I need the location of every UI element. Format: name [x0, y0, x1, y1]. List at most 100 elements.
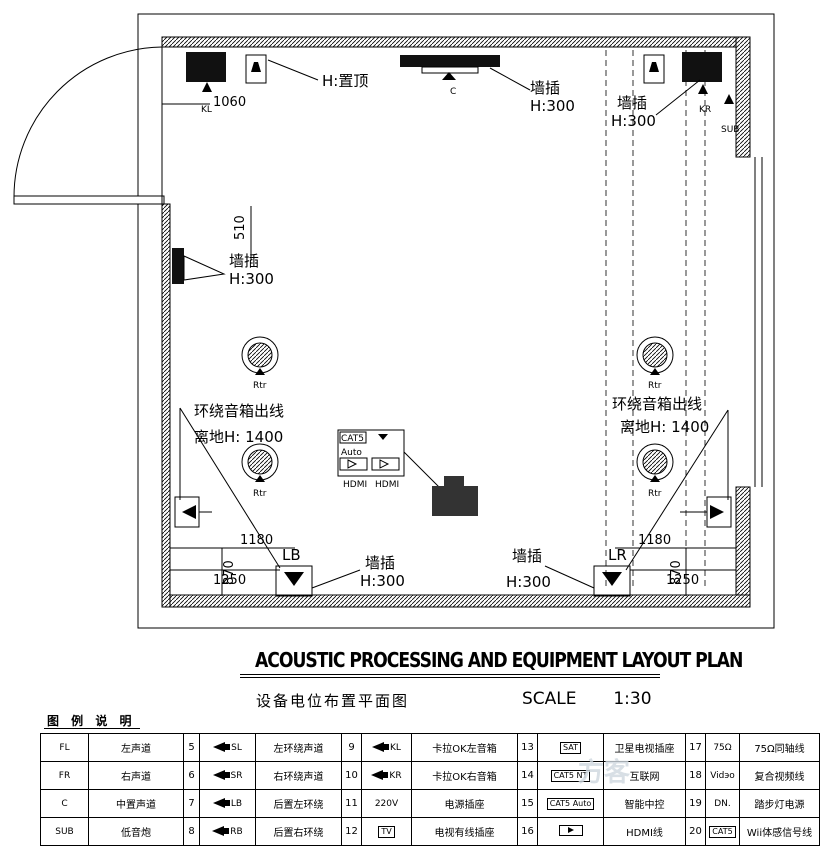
title-rule-bottom — [240, 677, 660, 678]
speaker-rb — [593, 565, 631, 597]
legend-symbol-label: FR — [58, 771, 71, 781]
speaker-symbol-icon — [371, 770, 389, 780]
legend-symbol: 75Ω — [705, 733, 740, 762]
dim-1180-right: 1180 — [638, 533, 671, 548]
speaker-kl — [186, 52, 226, 82]
legend-heading: 图 例 说 明 — [47, 714, 136, 728]
legend-symbol — [537, 817, 604, 846]
dim-1180-left: 1180 — [240, 533, 273, 548]
label-wall-socket-top: 墙插 — [530, 79, 560, 97]
speaker-tag-kl: KL — [201, 105, 212, 115]
ceiling-speaker-br — [636, 443, 674, 482]
legend-description: 右环绕声道 — [255, 761, 342, 790]
label-hdmi-1: HDMI — [343, 480, 367, 490]
legend-symbol-label: CAT5 Auto — [546, 797, 595, 810]
speaker-symbol-icon — [212, 798, 231, 808]
label-wall-socket-bl: 墙插 — [365, 554, 395, 572]
scale-label: SCALE — [522, 689, 577, 709]
label-wall-socket-left: 墙插 — [229, 252, 259, 270]
legend-description: 电源插座 — [411, 789, 518, 818]
speaker-symbol-icon — [212, 826, 230, 836]
legend-description: Wii体感信号线 — [739, 817, 820, 846]
dim-1250-left: 1250 — [213, 573, 246, 588]
outer-frame — [137, 13, 775, 629]
label-hdmi-2: HDMI — [375, 480, 399, 490]
label-surround-left: 环绕音箱出线 — [194, 402, 284, 420]
left-wall-device — [172, 248, 184, 284]
dim-870-right: 870 — [669, 560, 684, 585]
legend-description: 复合视频线 — [739, 761, 820, 790]
legend-heading-rule — [44, 728, 140, 729]
speaker-symbol-icon — [372, 742, 390, 752]
legend-number: 11 — [341, 789, 362, 818]
title-rule-top — [240, 674, 660, 675]
speaker-lb — [275, 565, 313, 597]
screen-guides — [605, 50, 706, 590]
legend-number: 16 — [517, 817, 538, 846]
label-height-right: 离地H: 1400 — [620, 418, 709, 436]
legend-number: 10 — [341, 761, 362, 790]
legend-symbol: DN. — [705, 789, 740, 818]
legend-symbol-label: KL — [390, 743, 401, 753]
legend-number: 6 — [183, 761, 200, 790]
legend-description: 智能中控 — [603, 789, 686, 818]
plan-subtitle: 设备电位布置平面图 — [256, 692, 410, 710]
legend-description: 踏步灯电源 — [739, 789, 820, 818]
legend-symbol-label: RB — [230, 827, 243, 837]
legend-description: 低音炮 — [88, 817, 184, 846]
legend-symbol-label: KR — [389, 771, 402, 781]
legend-description: 后置左环绕 — [255, 789, 342, 818]
legend-number: 9 — [341, 733, 362, 762]
legend-number: 17 — [685, 733, 706, 762]
legend-symbol: 220V — [361, 789, 412, 818]
legend-symbol-label: SAT — [560, 741, 581, 754]
legend-symbol: KL — [361, 733, 412, 762]
speaker-tag-rtr-2: Rtr — [253, 489, 267, 499]
legend-description: 左声道 — [88, 733, 184, 762]
legend-number: 14 — [517, 761, 538, 790]
floor-plan-drawing: KL KR SUB C H:置顶 墙插 H:300 墙插 H:300 1060 … — [13, 13, 775, 629]
legend-symbol: RB — [199, 817, 256, 846]
speaker-tag-sub: SUB — [721, 125, 739, 135]
legend-description: 电视有线插座 — [411, 817, 518, 846]
label-h300-br: H:300 — [506, 573, 551, 591]
legend-symbol: SL — [199, 733, 256, 762]
label-h300-left: H:300 — [229, 270, 274, 288]
ceiling-speaker-bl — [241, 443, 279, 482]
speaker-tag-rtr-3: Rtr — [648, 381, 662, 391]
legend-symbol: CAT5 — [705, 817, 740, 846]
legend-symbol: Vidэo — [705, 761, 740, 790]
legend-description: 卡拉OK左音箱 — [411, 733, 518, 762]
speaker-symbol-icon — [213, 742, 231, 752]
dim-1250-right: 1250 — [666, 573, 699, 588]
speaker-kr — [682, 52, 722, 82]
speaker-tag-rb: LR — [608, 546, 627, 564]
ceiling-speaker-tr — [636, 336, 674, 375]
legend-number: 13 — [517, 733, 538, 762]
plan-scale: SCALE 1:30 — [522, 689, 652, 709]
legend-symbol: TV — [361, 817, 412, 846]
legend-symbol-label: SUB — [55, 827, 74, 837]
center-speaker — [400, 55, 500, 67]
legend-description: 中置声道 — [88, 789, 184, 818]
ceiling-projector-box — [245, 54, 267, 84]
legend-symbol: LB — [199, 789, 256, 818]
legend-description: 卫星电视插座 — [603, 733, 686, 762]
legend-description: HDMI线 — [603, 817, 686, 846]
label-h300-top: H:300 — [530, 97, 575, 115]
legend-symbol-label: LB — [230, 799, 243, 809]
plan-title: ACOUSTIC PROCESSING AND EQUIPMENT LAYOUT… — [255, 648, 743, 672]
legend-symbol: KR — [361, 761, 412, 790]
label-ceiling: H:置顶 — [322, 72, 368, 90]
equipment-rack — [432, 476, 478, 516]
label-h300-bl: H:300 — [360, 572, 405, 590]
speaker-tag-c: C — [450, 87, 456, 97]
speaker-tag-lb: LB — [282, 546, 301, 564]
scale-value: 1:30 — [613, 689, 652, 709]
legend-description: 左环绕声道 — [255, 733, 342, 762]
legend-symbol-label: Vidэo — [710, 771, 735, 781]
legend-description: 右声道 — [88, 761, 184, 790]
